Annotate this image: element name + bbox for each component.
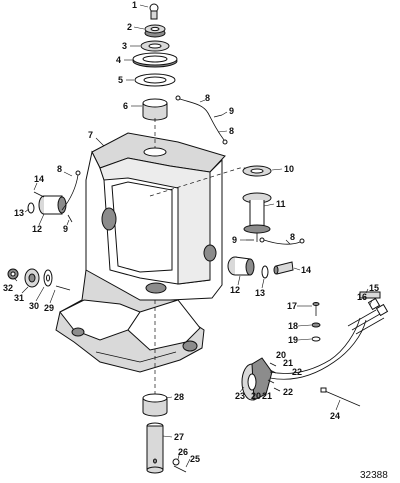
swivel-housing: [55, 132, 226, 373]
small-hardware: [267, 302, 321, 392]
callout-6: 6: [123, 101, 128, 111]
callout-20-upper: 20: [276, 350, 286, 360]
bushing-part: [142, 98, 168, 121]
screw-and-washer-part: [172, 458, 187, 473]
callout-21-lower: 21: [262, 391, 272, 401]
callout-3: 3: [122, 41, 127, 51]
callout-15: 15: [369, 283, 379, 293]
callout-8-lower-right: 8: [290, 232, 295, 242]
callout-4: 4: [116, 55, 121, 65]
callout-2: 2: [127, 22, 132, 32]
callout-10: 10: [284, 164, 294, 174]
sensor-assembly: [241, 291, 389, 401]
screw-part: [213, 114, 223, 118]
callout-labels: 1 2 3 4 5 6 7 8 8 9 10 11 9 8 8 9 14 13 …: [3, 0, 379, 464]
callout-8-upper-a: 8: [205, 93, 210, 103]
right-pivot-pin: [227, 256, 294, 279]
ground-wire-lower: [246, 237, 305, 245]
nut-part: [144, 24, 166, 38]
left-pivot-pin: [27, 170, 81, 223]
callout-25: 25: [190, 454, 200, 464]
callout-32: 32: [3, 283, 13, 293]
lower-bushing-part: [142, 393, 168, 417]
eye-bolt-part: [149, 3, 159, 20]
spacer-washer-part: [134, 73, 176, 87]
callout-24: 24: [330, 411, 340, 421]
callout-16: 16: [357, 292, 367, 302]
callout-8-left: 8: [57, 164, 62, 174]
callout-31: 31: [14, 293, 24, 303]
callout-27: 27: [174, 432, 184, 442]
callout-leaders: [13, 4, 373, 468]
callout-29: 29: [44, 303, 54, 313]
callout-18: 18: [288, 321, 298, 331]
callout-9-lower-right: 9: [232, 235, 237, 245]
callout-5: 5: [118, 75, 123, 85]
callout-20-lower: 20: [251, 391, 261, 401]
washer-part: [140, 40, 170, 52]
callout-14-left: 14: [34, 174, 44, 184]
callout-1: 1: [132, 0, 137, 10]
callout-7: 7: [88, 130, 93, 140]
ground-wire-upper: [175, 95, 228, 145]
callout-22-upper: 22: [292, 367, 302, 377]
callout-13-right: 13: [255, 288, 265, 298]
callout-13-left: 13: [14, 208, 24, 218]
callout-30: 30: [29, 301, 39, 311]
callout-12-right: 12: [230, 285, 240, 295]
callout-21-upper: 21: [283, 358, 293, 368]
callout-9-upper: 9: [229, 106, 234, 116]
callout-11: 11: [276, 199, 286, 209]
callout-14-right: 14: [301, 265, 311, 275]
callout-26: 26: [178, 447, 188, 457]
assembly-dashed-lines: [149, 118, 256, 395]
seal-washer-part: [242, 165, 272, 177]
callout-19: 19: [288, 335, 298, 345]
callout-12-left: 12: [32, 224, 42, 234]
thrust-washer-part: [132, 52, 178, 68]
kingpin-part: [242, 192, 272, 242]
left-hardware: [7, 268, 71, 291]
callout-8-upper-b: 8: [229, 126, 234, 136]
callout-17: 17: [287, 301, 297, 311]
callout-28: 28: [174, 392, 184, 402]
figure-number: 32388: [360, 470, 388, 481]
cable-tie-part: [320, 387, 361, 407]
callout-23: 23: [235, 391, 245, 401]
steering-tube-part: [146, 422, 164, 474]
callout-22-lower: 22: [283, 387, 293, 397]
callout-9-left: 9: [63, 224, 68, 234]
